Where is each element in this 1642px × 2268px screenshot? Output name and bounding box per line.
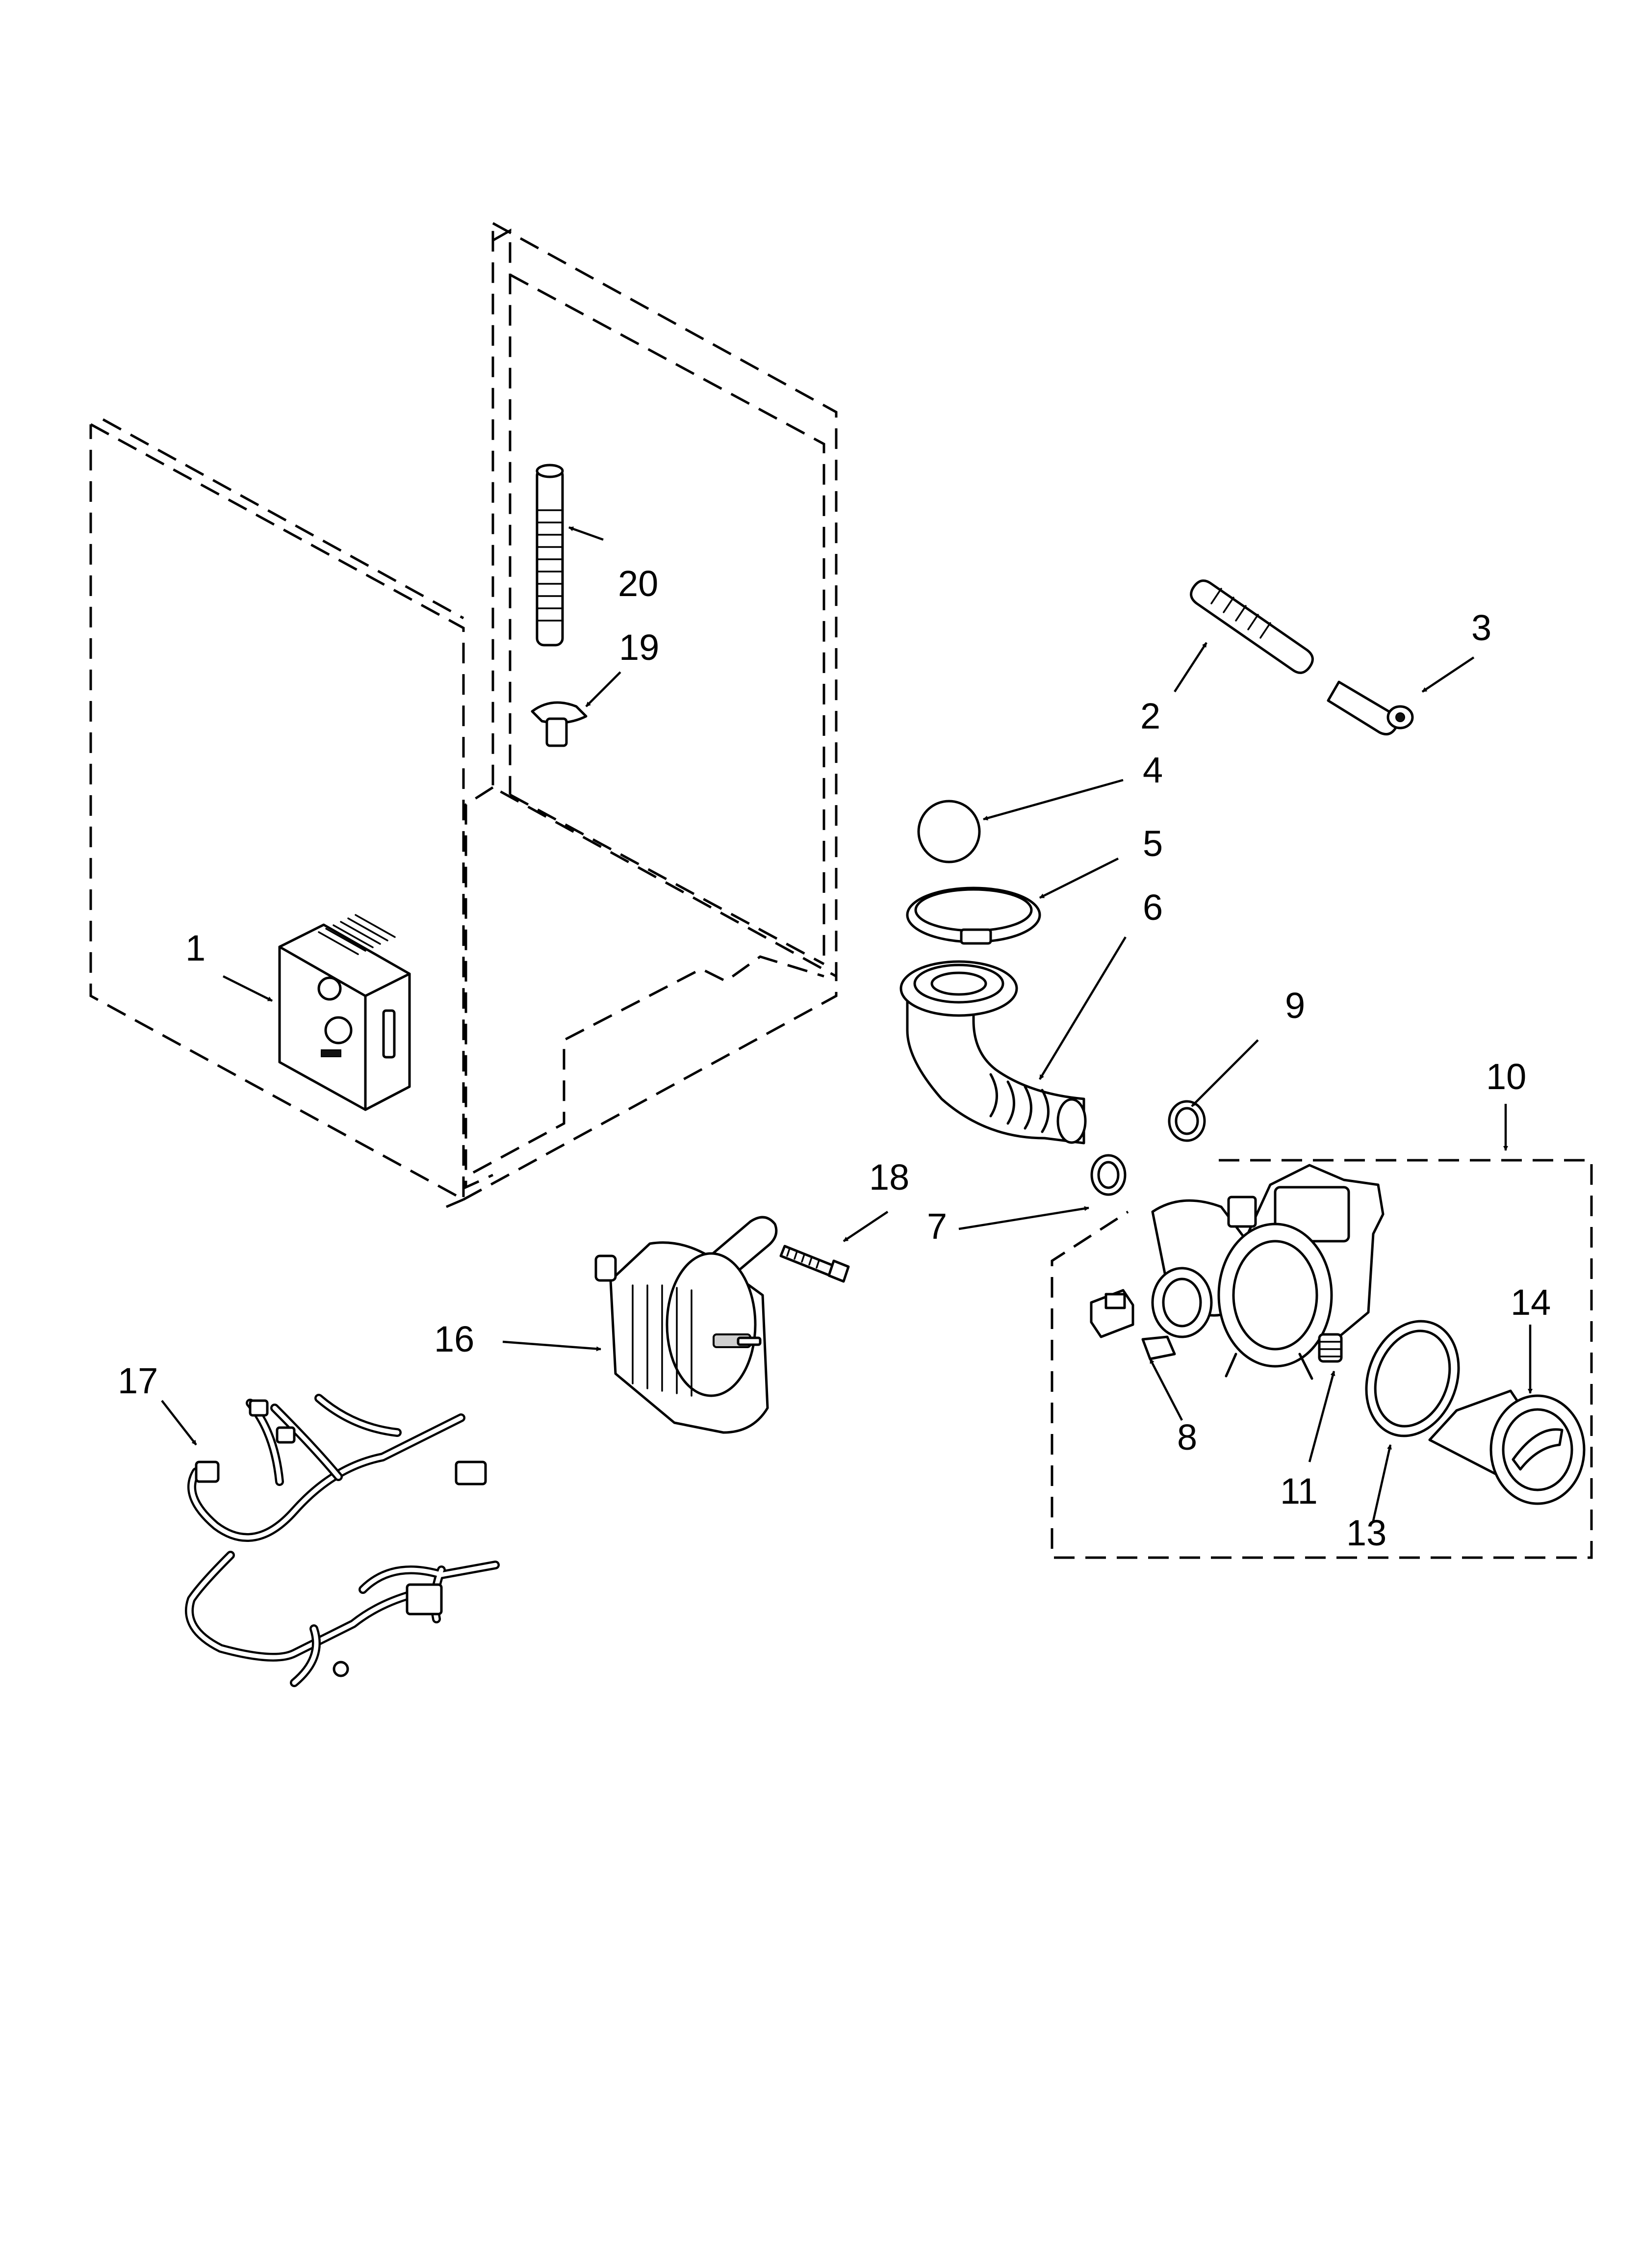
part-19-clamp <box>531 701 588 747</box>
callout-5: 5 <box>1143 823 1163 864</box>
cabinet-outline-right <box>462 222 838 1201</box>
callout-10: 10 <box>1486 1056 1526 1097</box>
callout-9: 9 <box>1285 985 1305 1026</box>
part-8-sensor <box>1090 1289 1176 1360</box>
callout-19: 19 <box>619 627 659 668</box>
callout-14: 14 <box>1511 1282 1551 1323</box>
part-6-elbow-hose <box>899 960 1087 1145</box>
part-4-ball <box>917 800 981 863</box>
part-10-group-box <box>1051 1159 1593 1559</box>
callout-11: 11 <box>1280 1471 1318 1512</box>
part-1-control-board <box>278 914 411 1111</box>
leader-lines <box>161 526 1533 1521</box>
callout-16: 16 <box>434 1319 474 1359</box>
callout-8: 8 <box>1177 1417 1197 1458</box>
part-16-motor <box>594 1216 778 1434</box>
callout-13: 13 <box>1346 1512 1386 1553</box>
part-2-inlet-hose <box>1190 579 1314 674</box>
callout-20: 20 <box>618 563 658 604</box>
part-3-fitting <box>1327 680 1414 736</box>
part-9-clamp <box>1168 1100 1206 1142</box>
callout-6: 6 <box>1143 887 1163 928</box>
callout-2: 2 <box>1140 696 1160 736</box>
part-7-clamp <box>1090 1154 1127 1196</box>
callout-7: 7 <box>927 1206 947 1247</box>
part-14-filter <box>1428 1389 1586 1505</box>
part-5-clamp-ring <box>906 886 1041 945</box>
part-11-plug <box>1318 1333 1343 1363</box>
callout-labels: 20 19 1 2 3 4 5 6 9 10 7 18 16 17 14 8 1… <box>118 563 1551 1553</box>
callout-3: 3 <box>1471 607 1491 648</box>
callout-17: 17 <box>118 1360 158 1401</box>
callout-18: 18 <box>869 1157 909 1198</box>
callout-4: 4 <box>1143 750 1163 790</box>
part-20-hose <box>536 464 564 647</box>
part-10-pump-housing <box>1151 1164 1385 1380</box>
part-13-seal-ring <box>1365 1320 1460 1437</box>
part-18-screw <box>779 1245 850 1283</box>
part-17-wire-harness <box>185 1394 500 1687</box>
callout-1: 1 <box>185 928 205 968</box>
cabinet-outline-left <box>89 418 465 1208</box>
